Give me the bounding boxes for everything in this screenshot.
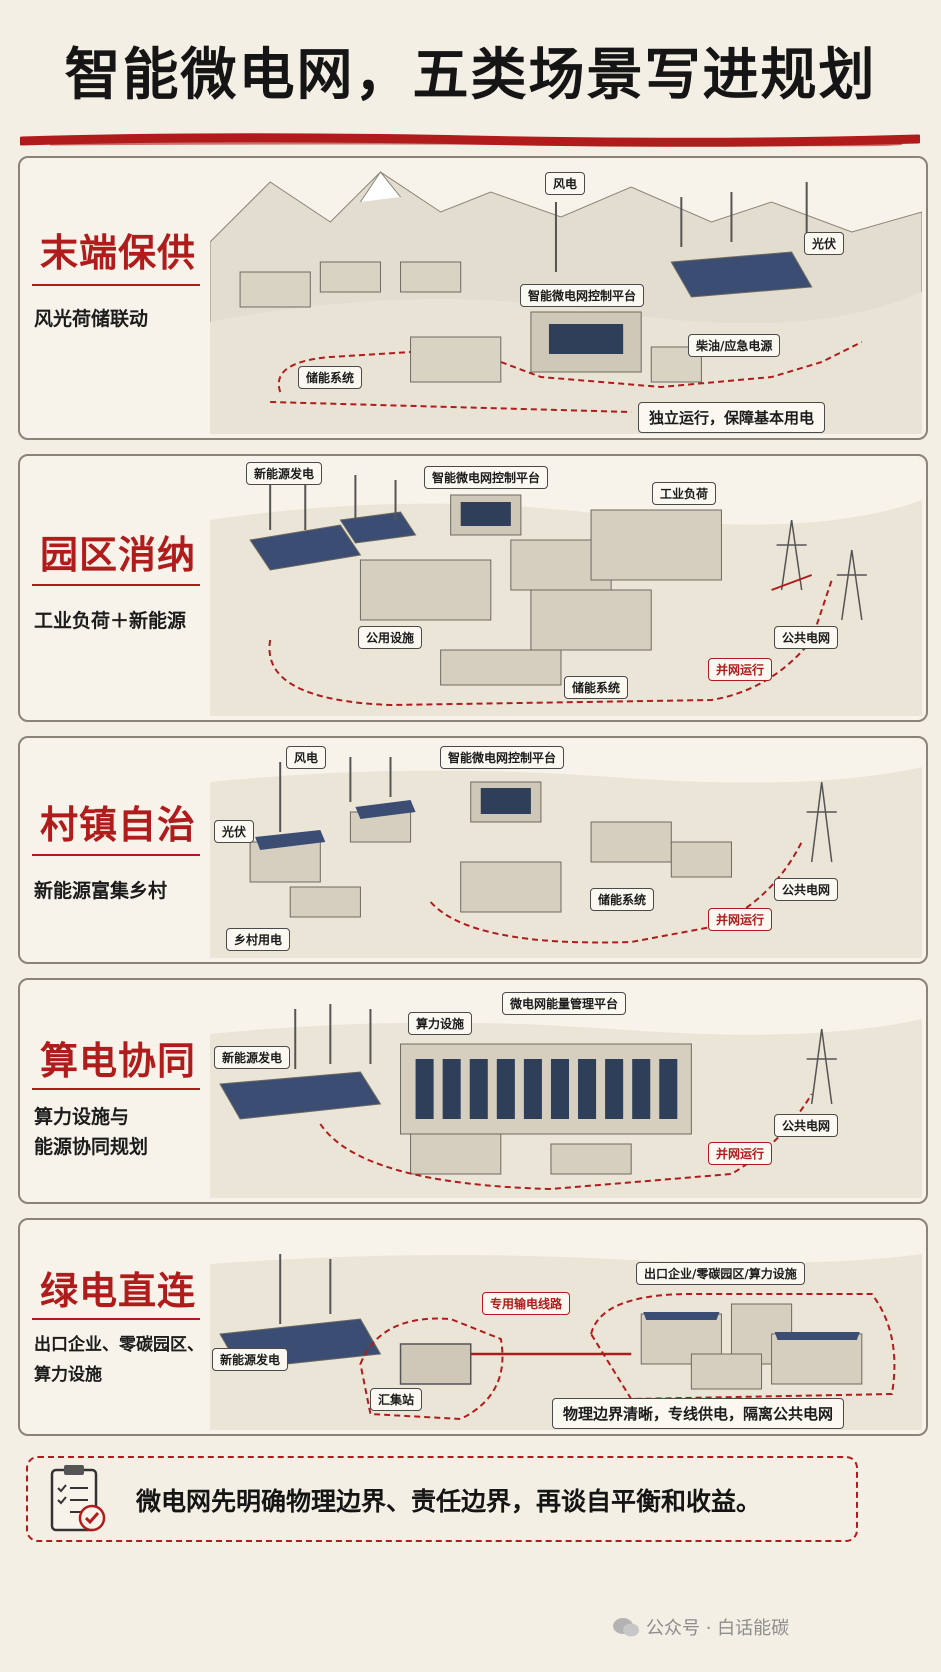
label-control-platform: 智能微电网控制平台	[440, 746, 565, 769]
banner-grid-connected: 并网运行	[708, 658, 773, 681]
label-control-platform: 智能微电网控制平台	[520, 284, 645, 307]
scenario-panel-compute-power-synergy: 算电协同 算力设施与 能源协同规划 微电网能量管理平台 算力设施 新能源发电 公…	[18, 978, 928, 1204]
label-rural-power: 乡村用电	[226, 928, 291, 951]
wechat-icon	[613, 1618, 639, 1637]
heading-divider	[32, 1088, 200, 1090]
panel-subtitle: 风光荷储联动	[34, 308, 149, 330]
heading-divider	[32, 584, 200, 586]
panel-subtitle: 出口企业、零碳园区、 算力设施	[34, 1330, 204, 1390]
panel-subtitle: 新能源富集乡村	[34, 880, 168, 902]
label-energy-management-platform: 微电网能量管理平台	[502, 992, 627, 1015]
label-storage-system: 储能系统	[564, 676, 629, 699]
label-renewable-generation: 新能源发电	[246, 462, 323, 485]
label-storage-system: 储能系统	[590, 888, 655, 911]
subtitle-line-2: 能源协同规划	[34, 1136, 149, 1158]
title-brush-underline	[20, 133, 920, 147]
panel-heading: 算电协同	[40, 1039, 197, 1083]
label-public-grid: 公共电网	[774, 878, 839, 901]
watermark-text: 公众号 · 白话能碳	[646, 1618, 790, 1639]
subtitle-line-2: 算力设施	[34, 1365, 102, 1385]
footer-message: 微电网先明确物理边界、责任边界，再谈自平衡和收益。	[136, 1487, 762, 1516]
label-solar-pv: 光伏	[804, 232, 845, 255]
panel-heading: 末端保供	[40, 231, 197, 275]
banner-grid-connected: 并网运行	[708, 1142, 773, 1165]
scene-illustration-direct-green-line	[210, 1224, 922, 1430]
scenario-panel-park-consumption: 园区消纳 工业负荷＋新能源 新能源发电 智能微电网控制平台 工业负荷 公共电网 …	[18, 454, 928, 722]
scenario-panel-green-direct-supply: 绿电直连 出口企业、零碳园区、 算力设施 出口企业/零碳园区/算力设施 专用输电…	[18, 1218, 928, 1436]
watermark: 公众号 · 白话能碳	[612, 1614, 789, 1640]
label-wind-power: 风电	[545, 172, 586, 195]
label-public-grid: 公共电网	[774, 1114, 839, 1137]
label-solar-pv: 光伏	[214, 820, 255, 843]
label-renewable-generation: 新能源发电	[214, 1046, 291, 1069]
panel-subtitle: 算力设施与 能源协同规划	[34, 1102, 204, 1162]
label-compute-facility: 算力设施	[408, 1012, 473, 1035]
panel-heading: 园区消纳	[40, 533, 197, 577]
label-industrial-load: 工业负荷	[652, 482, 717, 505]
label-dedicated-line: 专用输电线路	[482, 1292, 571, 1315]
scene-illustration-village	[210, 742, 922, 958]
subtitle-line-1: 算力设施与	[34, 1106, 130, 1128]
label-storage-system: 储能系统	[298, 366, 363, 389]
scene-illustration-data-center	[210, 984, 922, 1198]
panel-heading: 绿电直连	[40, 1269, 197, 1313]
banner-island-operation: 独立运行，保障基本用电	[638, 402, 826, 433]
page-title: 智能微电网，五类场景写进规划	[64, 43, 877, 108]
scenario-panel-end-supply: 末端保供 风光荷储联动 风电 光伏 智能微电网控制平台 柴油/应急电源 储能系统…	[18, 156, 928, 440]
subtitle-line-1: 出口企业、零碳园区、	[34, 1335, 204, 1355]
footer-callout: 微电网先明确物理边界、责任边界，再谈自平衡和收益。	[26, 1456, 858, 1542]
checklist-clipboard-icon	[50, 1465, 106, 1532]
banner-grid-connected: 并网运行	[708, 908, 773, 931]
heading-divider	[32, 284, 200, 286]
label-wind-power: 风电	[286, 746, 327, 769]
heading-divider	[32, 1318, 200, 1320]
panel-heading: 村镇自治	[40, 803, 197, 847]
scenario-panel-village-autonomy: 村镇自治 新能源富集乡村 风电 智能微电网控制平台 光伏 公共电网 储能系统 乡…	[18, 736, 928, 964]
heading-divider	[32, 854, 200, 856]
label-public-facilities: 公用设施	[358, 626, 423, 649]
banner-physical-boundary: 物理边界清晰，专线供电，隔离公共电网	[552, 1398, 845, 1429]
label-renewable-generation: 新能源发电	[212, 1348, 289, 1371]
label-diesel-backup: 柴油/应急电源	[688, 334, 781, 357]
label-control-platform: 智能微电网控制平台	[424, 466, 549, 489]
label-collection-station: 汇集站	[370, 1388, 423, 1411]
label-public-grid: 公共电网	[774, 626, 839, 649]
panel-subtitle: 工业负荷＋新能源	[34, 610, 187, 632]
label-export-zero-carbon-compute: 出口企业/零碳园区/算力设施	[636, 1262, 805, 1285]
